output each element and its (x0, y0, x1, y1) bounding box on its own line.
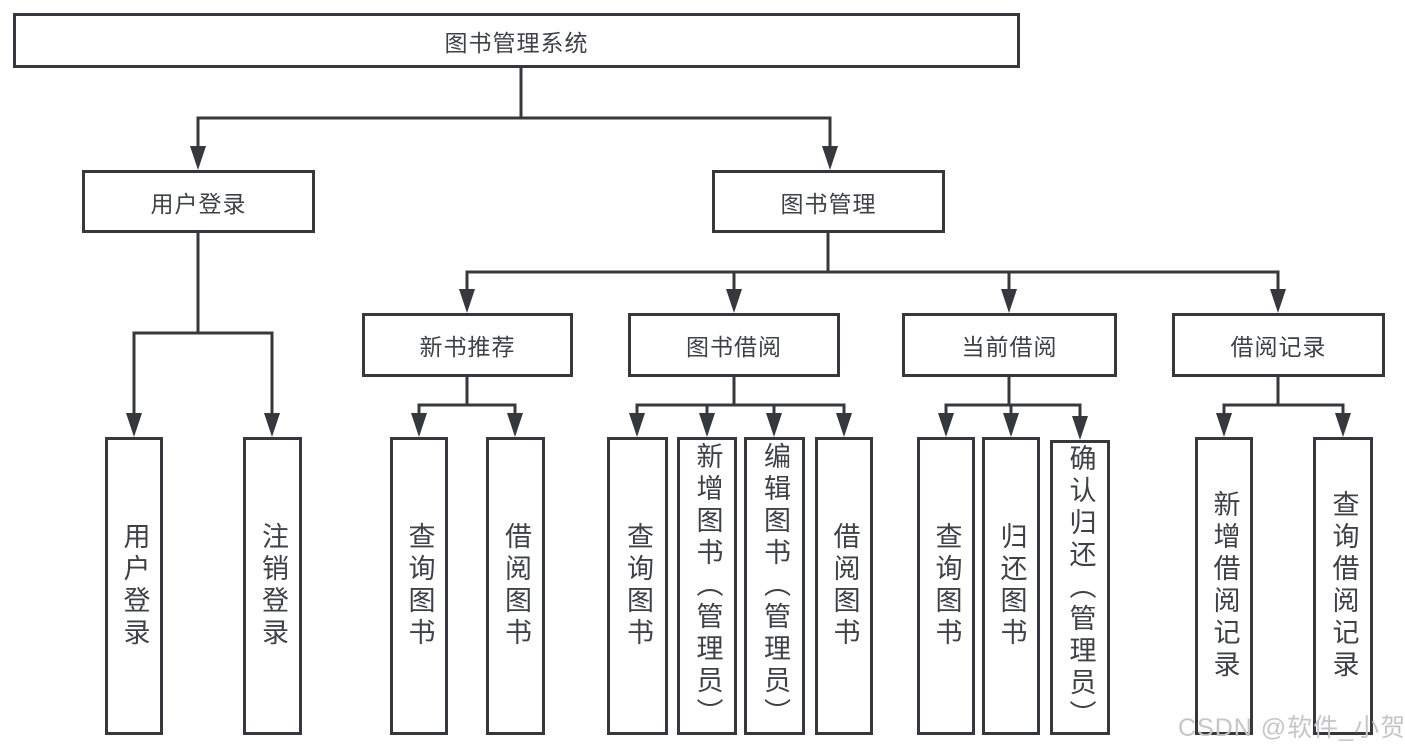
borrow-records-branch-line (1222, 377, 1345, 418)
root-branch-line (196, 68, 832, 150)
leaf-edit-books-admin: 编辑图书（管理员） (744, 437, 805, 735)
leaf-query-books-current: 查询图书 (917, 437, 975, 735)
leaf-return-books: 归还图书 (982, 437, 1040, 735)
leaf-query-borrow-record: 查询借阅记录 (1313, 437, 1373, 735)
csdn-watermark: CSDN @软件_小贺同学 (1178, 714, 1405, 742)
leaf-query-books-borrowing: 查询图书 (607, 437, 668, 735)
node-book-management: 图书管理 (712, 170, 945, 233)
node-library-management-system: 图书管理系统 (13, 13, 1020, 68)
leaf-borrow-books-borrowing: 借阅图书 (815, 437, 873, 735)
node-book-borrowing: 图书借阅 (628, 313, 840, 377)
leaf-add-borrow-record: 新增借阅记录 (1195, 437, 1253, 735)
node-borrow-records: 借阅记录 (1172, 313, 1385, 377)
user-login-branch-line (132, 233, 274, 418)
leaf-confirm-return-admin: 确认归还（管理员） (1050, 440, 1110, 735)
node-current-borrowing: 当前借阅 (902, 313, 1117, 377)
book-borrowing-branch-line (635, 377, 846, 418)
leaf-logout: 注销登录 (243, 437, 302, 735)
leaf-add-books-admin: 新增图书（管理员） (677, 437, 737, 735)
node-user-login: 用户登录 (82, 170, 315, 233)
leaf-user-login: 用户登录 (105, 437, 163, 735)
new-book-branch-line (417, 377, 517, 418)
leaf-query-books-recommend: 查询图书 (390, 437, 448, 735)
current-borrowing-branch-line (944, 377, 1082, 421)
leaf-borrow-books-recommend: 借阅图书 (486, 437, 545, 735)
book-management-branch-line (465, 233, 1280, 292)
node-new-book-recommend: 新书推荐 (362, 313, 573, 377)
